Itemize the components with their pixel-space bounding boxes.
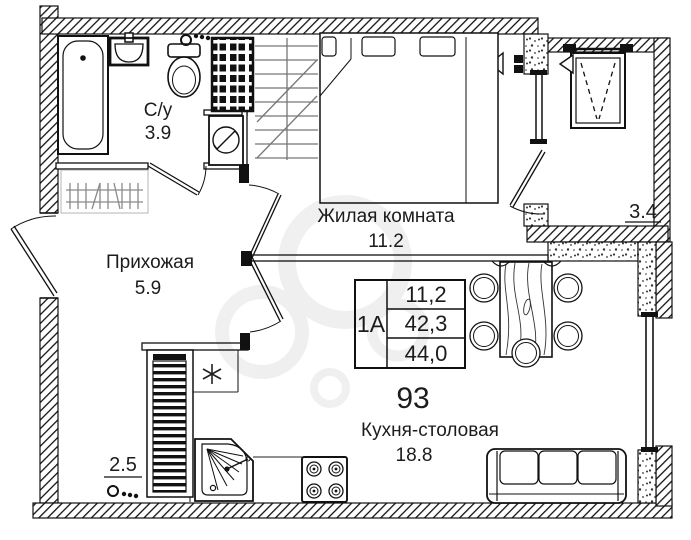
wash-basin-icon xyxy=(108,32,150,67)
door-stopper-icon xyxy=(107,485,139,499)
double-bed-icon xyxy=(319,32,499,204)
unit-type-label: 1А xyxy=(357,311,386,337)
wardrobe-rail-icon xyxy=(255,38,318,160)
ventilation-shaft-icon xyxy=(210,36,255,113)
chairs xyxy=(469,260,583,368)
living-room-door xyxy=(248,184,282,259)
apartment-number-label: 93 xyxy=(396,382,429,415)
balcony-divider-window xyxy=(530,70,547,144)
toilet-icon xyxy=(167,43,201,98)
chair-icon xyxy=(469,321,499,351)
kitchen-sink-icon xyxy=(194,438,254,502)
kitchen-area-label: 18.8 xyxy=(396,445,433,466)
vent-star-icon xyxy=(202,364,222,384)
bathroom-door xyxy=(147,162,207,196)
balcony-area-label: 3.4 xyxy=(629,201,657,223)
hallway-area-label: 5.9 xyxy=(135,278,161,299)
coat-rack-icon xyxy=(60,169,149,214)
balcony-door xyxy=(509,55,546,215)
balcony-window-sash xyxy=(563,44,633,129)
tall-cabinet-icon xyxy=(146,349,194,498)
sofa-icon xyxy=(486,448,627,504)
chair-icon xyxy=(491,260,511,267)
chair-icon xyxy=(553,321,583,351)
door-stopper-icon xyxy=(180,33,211,46)
bathroom-area-label: 3.9 xyxy=(145,123,171,144)
interior-walls xyxy=(40,109,549,351)
stove-icon xyxy=(301,456,348,503)
spec-table: 1А 11,2 42,3 44,0 xyxy=(354,279,466,369)
bathtub-icon xyxy=(57,35,109,155)
spec-row-value: 11,2 xyxy=(405,282,446,307)
triangle-icon xyxy=(558,53,574,75)
living-room-name-label: Жилая комната xyxy=(317,206,455,227)
hallway-name-label: Прихожая xyxy=(106,252,194,273)
kitchen-window xyxy=(641,312,658,452)
spec-row-value: 44,0 xyxy=(405,341,448,366)
kitchen-name-label: Кухня-столовая xyxy=(361,420,499,441)
chair-icon xyxy=(553,273,583,303)
spec-row-value: 42,3 xyxy=(405,311,448,336)
washing-machine-icon xyxy=(208,115,244,166)
chair-icon xyxy=(511,338,541,368)
room-labels: С/у 3.9 Прихожая 5.9 Жилая комната 11.2 … xyxy=(104,100,661,478)
chair-icon xyxy=(469,273,499,303)
bathroom-name-label: С/у xyxy=(144,100,173,121)
outer-walls xyxy=(32,5,673,519)
kitchen-door xyxy=(248,256,284,333)
dining-set xyxy=(469,260,583,368)
watermark-icon xyxy=(215,195,430,408)
entrance-door xyxy=(10,215,58,297)
chair-icon xyxy=(542,260,562,267)
storage-area-label: 2.5 xyxy=(109,454,137,476)
living-room-area-label: 11.2 xyxy=(368,231,404,252)
